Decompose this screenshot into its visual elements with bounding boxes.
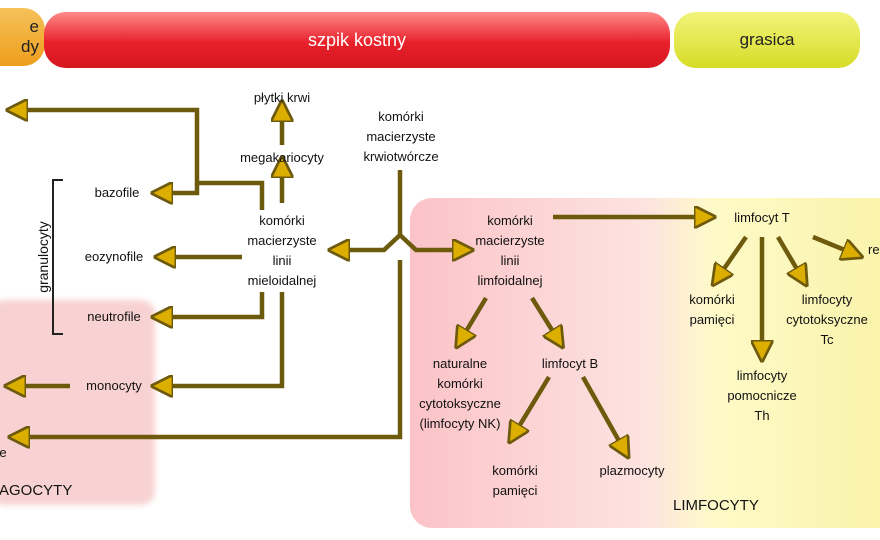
arrow-to-plasma — [581, 375, 623, 448]
helper-t-label: limfocyty pomocnicze Th — [727, 368, 797, 423]
left-header-pill: e dy — [0, 8, 45, 66]
arrow-to-nk — [462, 296, 488, 338]
eosinophils-label: eozynofile — [84, 249, 144, 264]
regulatory-fragment-label: re — [868, 242, 880, 257]
lymphoid-stem-label: komórki macierzyste linii limfoidalnej — [475, 213, 545, 288]
cytotoxic-t-label: limfocyty cytotoksyczne Tc — [786, 292, 868, 347]
arrow-to-neutrophils — [163, 292, 265, 317]
arrow-stem-to-lymphoid — [398, 233, 462, 250]
arrow-to-memory-b — [515, 375, 551, 433]
memory-t-label: komórki pamięci — [689, 292, 735, 327]
phagocytes-region — [0, 300, 155, 505]
platelets-label: płytki krwi — [253, 90, 311, 105]
arrow-to-memory-t — [719, 235, 748, 276]
monocytes-label: monocyty — [86, 378, 142, 393]
myeloid-stem-label: komórki macierzyste linii mieloidalnej — [247, 213, 317, 288]
granulocytes-bracket — [52, 179, 63, 335]
nk-label: naturalne komórki cytotoksyczne (limfocy… — [419, 356, 501, 431]
left-edge-e-label: e — [0, 445, 7, 460]
b-cell-label: limfocyt B — [541, 356, 599, 371]
arrow-stem-to-myeloid — [340, 170, 403, 250]
thymus-label: grasica — [739, 30, 795, 49]
granulocytes-label: granulocyty — [35, 221, 51, 293]
lymphocytes-caption: LIMFOCYTY — [673, 497, 759, 514]
megakaryocytes-label: megakariocyty — [240, 150, 324, 165]
arrow-to-b-cell — [530, 296, 557, 338]
arrow-to-cytotoxic-t — [776, 235, 801, 276]
memory-b-label: komórki pamięci — [492, 463, 538, 498]
basophils-label: bazofile — [94, 185, 140, 200]
lymphocytes-region — [410, 198, 880, 528]
t-cell-label: limfocyt T — [734, 210, 790, 225]
left-header-text: e dy — [21, 17, 39, 56]
arrow-to-regulatory — [812, 234, 852, 253]
plasma-label: plazmocyty — [599, 463, 665, 478]
stem-cells-label: komórki macierzyste krwiotwórcze — [363, 109, 439, 164]
bone-marrow-label: szpik kostny — [307, 29, 407, 50]
thymus-pill: grasica — [674, 12, 860, 68]
phagocytes-caption: AGOCYTY — [0, 482, 73, 499]
neutrophils-label: neutrofile — [87, 309, 141, 324]
arrow-to-basophils — [163, 183, 200, 193]
arrow-to-monocytes — [163, 292, 285, 386]
bone-marrow-pill: szpik kostny — [44, 12, 670, 68]
arrow-stem-to-left — [20, 260, 403, 437]
